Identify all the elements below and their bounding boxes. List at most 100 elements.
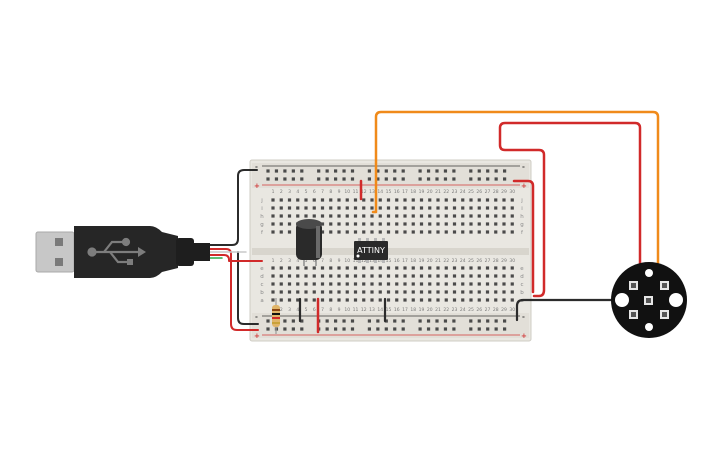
top-power-rail: [252, 163, 529, 188]
column-number: 22: [443, 307, 449, 313]
column-number: 4: [296, 307, 299, 313]
breadboard-hole: [502, 298, 506, 302]
breadboard-hole: [342, 319, 346, 323]
neopixel-ring-icon: [611, 262, 687, 338]
row-letter: f: [261, 230, 264, 236]
column-number: 18: [410, 307, 416, 313]
column-number: 16: [394, 189, 400, 195]
breadboard-hole: [503, 177, 507, 181]
column-number: 19: [419, 258, 425, 264]
column-number: 8: [329, 307, 332, 313]
breadboard-hole: [502, 214, 506, 218]
breadboard-hole: [279, 214, 283, 218]
column-number: 27: [485, 258, 491, 264]
breadboard-hole: [274, 177, 279, 181]
chip-pins: [358, 238, 385, 263]
column-number: 19: [419, 189, 425, 195]
breadboard-hole: [419, 198, 424, 202]
breadboard-hole: [452, 169, 456, 173]
breadboard-hole: [485, 214, 490, 218]
row-letter: g: [260, 222, 264, 228]
breadboard-hole: [329, 230, 333, 234]
breadboard-hole: [419, 290, 424, 294]
breadboard-hole: [378, 206, 382, 210]
breadboard-hole: [342, 177, 346, 181]
breadboard-hole: [370, 290, 374, 294]
breadboard-hole: [291, 177, 295, 181]
breadboard-hole: [393, 319, 397, 323]
breadboard-hole: [283, 327, 287, 331]
breadboard-hole: [386, 206, 391, 210]
breadboard-hole: [494, 282, 498, 286]
column-number: 2: [280, 189, 283, 195]
breadboard-hole: [461, 266, 465, 270]
breadboard-hole: [452, 319, 456, 323]
breadboard-hole: [477, 169, 481, 173]
usb-red-wire-data: [209, 254, 263, 262]
rail-minus-bottom-right: -: [522, 313, 525, 321]
breadboard-hole: [378, 274, 382, 278]
breadboard-hole: [494, 206, 498, 210]
column-number: 16: [394, 258, 400, 264]
breadboard-hole: [304, 290, 308, 294]
breadboard-hole: [362, 274, 366, 278]
breadboard-hole: [367, 169, 371, 173]
breadboard-hole: [469, 177, 473, 181]
breadboard-hole: [461, 290, 465, 294]
breadboard-hole: [362, 282, 366, 286]
breadboard-hole: [428, 222, 432, 226]
breadboard-hole: [350, 169, 355, 173]
breadboard-hole: [411, 290, 415, 294]
breadboard-hole: [345, 214, 349, 218]
breadboard-hole: [320, 274, 325, 278]
row-letter: f: [521, 230, 524, 236]
breadboard-hole: [477, 319, 481, 323]
usb-red-wire: [209, 248, 259, 331]
breadboard-hole: [486, 327, 490, 331]
breadboard-hole: [426, 327, 431, 331]
breadboard-hole: [345, 222, 349, 226]
breadboard-hole: [444, 290, 448, 294]
breadboard-hole: [325, 319, 329, 323]
usb-black-wire: [209, 169, 258, 246]
breadboard-hole: [362, 198, 366, 202]
breadboard-hole: [300, 327, 304, 331]
row-letter: j: [260, 198, 263, 204]
breadboard-hole: [411, 222, 415, 226]
breadboard-hole: [337, 282, 341, 286]
column-number: 4: [296, 258, 299, 264]
breadboard-hole: [345, 290, 349, 294]
breadboard-hole: [411, 198, 415, 202]
column-number: 23: [452, 258, 458, 264]
row-letter: e: [260, 266, 264, 272]
breadboard-hole: [502, 222, 506, 226]
breadboard-hole: [502, 230, 506, 234]
breadboard-hole: [325, 169, 329, 173]
column-number: 17: [402, 258, 408, 264]
breadboard-hole: [494, 198, 498, 202]
breadboard-hole: [403, 230, 407, 234]
breadboard-hole: [418, 177, 422, 181]
breadboard-hole: [320, 266, 325, 270]
column-number: 10: [344, 189, 350, 195]
breadboard-hole: [370, 298, 374, 302]
breadboard-hole: [411, 274, 415, 278]
breadboard-hole: [279, 198, 283, 202]
chip-body: [354, 241, 388, 260]
capacitor-body: [296, 222, 322, 260]
row-letter: c: [520, 282, 523, 288]
breadboard-hole: [444, 266, 448, 270]
breadboard-hole: [395, 290, 399, 294]
breadboard-hole: [477, 198, 481, 202]
breadboard-hole: [486, 169, 490, 173]
column-number: 2: [280, 258, 283, 264]
breadboard-hole: [494, 274, 498, 278]
breadboard-hole: [418, 319, 422, 323]
column-number: 1: [272, 258, 275, 264]
breadboard-hole: [329, 274, 333, 278]
breadboard-hole: [469, 169, 473, 173]
breadboard-hole: [452, 222, 457, 226]
breadboard-hole: [325, 177, 329, 181]
breadboard-hole: [320, 222, 325, 226]
breadboard-hole: [345, 266, 349, 270]
